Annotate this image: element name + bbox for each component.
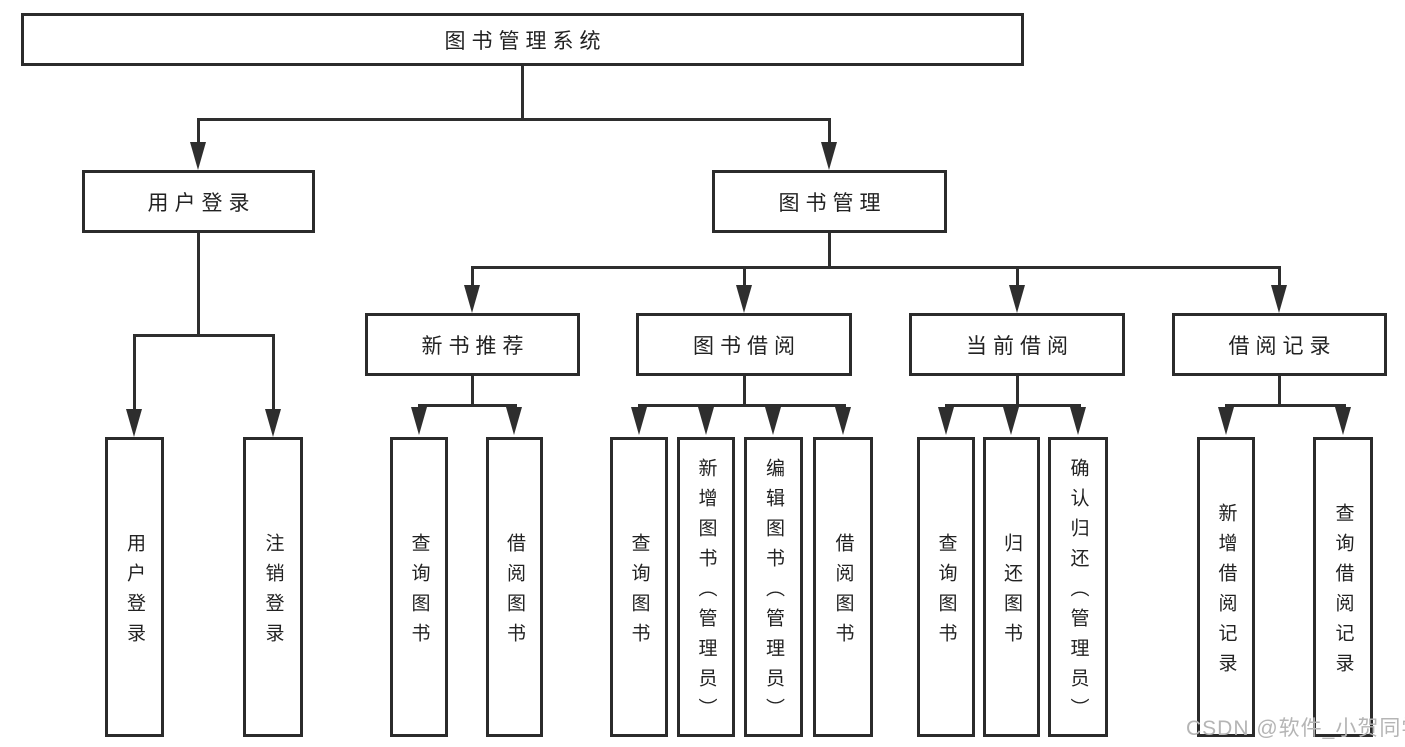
connector-line bbox=[521, 66, 524, 120]
node-book-management: 图书管理 bbox=[712, 170, 947, 233]
node-user-login: 用户登录 bbox=[82, 170, 315, 233]
node-label: 新书推荐 bbox=[421, 334, 530, 358]
connector-line bbox=[197, 233, 200, 337]
leaf-label: 新增借阅记录 bbox=[1215, 502, 1237, 683]
connector-line bbox=[133, 335, 136, 411]
leaf-label: 确认归还（管理员） bbox=[1067, 457, 1089, 728]
connector-line bbox=[743, 376, 746, 407]
arrow-down-icon bbox=[464, 285, 480, 313]
leaf-query-books-borrowing: 查询图书 bbox=[610, 437, 668, 737]
leaf-label: 用户登录 bbox=[124, 532, 145, 653]
connector-line bbox=[197, 118, 831, 121]
arrow-down-icon bbox=[1009, 285, 1025, 313]
node-label: 图书管理系统 bbox=[444, 29, 607, 53]
arrow-down-icon bbox=[1218, 407, 1234, 435]
node-current-borrowing: 当前借阅 bbox=[909, 313, 1125, 376]
arrow-down-icon bbox=[506, 407, 522, 435]
arrow-down-icon bbox=[835, 407, 851, 435]
leaf-logout: 注销登录 bbox=[243, 437, 303, 737]
node-label: 用户登录 bbox=[147, 191, 256, 215]
leaf-label: 查询图书 bbox=[408, 532, 430, 653]
connector-line bbox=[1016, 267, 1019, 287]
connector-line bbox=[743, 267, 746, 287]
watermark: CSDN @软件_小贺同学 bbox=[1186, 717, 1405, 740]
leaf-add-borrow-record: 新增借阅记录 bbox=[1197, 437, 1255, 737]
leaf-confirm-return-admin: 确认归还（管理员） bbox=[1048, 437, 1108, 737]
connector-line bbox=[1016, 376, 1019, 407]
arrow-down-icon bbox=[265, 409, 281, 437]
arrow-down-icon bbox=[411, 407, 427, 435]
arrow-down-icon bbox=[631, 407, 647, 435]
connector-line bbox=[1225, 404, 1346, 407]
connector-line bbox=[418, 404, 517, 407]
connector-line bbox=[197, 119, 200, 145]
leaf-label: 注销登录 bbox=[262, 532, 284, 653]
node-label: 图书管理 bbox=[778, 191, 887, 215]
leaf-query-books-current: 查询图书 bbox=[917, 437, 975, 737]
node-label: 当前借阅 bbox=[966, 334, 1074, 358]
leaf-label: 新增图书（管理员） bbox=[695, 457, 717, 728]
arrow-down-icon bbox=[765, 407, 781, 435]
arrow-down-icon bbox=[821, 142, 837, 170]
leaf-label: 查询图书 bbox=[935, 532, 957, 653]
leaf-add-book-admin: 新增图书（管理员） bbox=[677, 437, 735, 737]
connector-line bbox=[945, 404, 1081, 407]
leaf-query-books-recommend: 查询图书 bbox=[390, 437, 448, 737]
arrow-down-icon bbox=[1070, 407, 1086, 435]
connector-line bbox=[638, 404, 846, 407]
connector-line bbox=[272, 335, 275, 411]
leaf-borrow-books-recommend: 借阅图书 bbox=[486, 437, 543, 737]
leaf-label: 归还图书 bbox=[1001, 532, 1022, 653]
connector-line bbox=[1278, 267, 1281, 287]
leaf-label: 借阅图书 bbox=[832, 532, 854, 653]
leaf-return-books: 归还图书 bbox=[983, 437, 1040, 737]
arrow-down-icon bbox=[1335, 407, 1351, 435]
leaf-label: 查询借阅记录 bbox=[1332, 502, 1354, 683]
connector-line bbox=[1278, 376, 1281, 407]
leaf-label: 借阅图书 bbox=[504, 532, 525, 653]
node-borrowing-records: 借阅记录 bbox=[1172, 313, 1387, 376]
node-new-book-recommendation: 新书推荐 bbox=[365, 313, 580, 376]
connector-line bbox=[828, 233, 831, 269]
arrow-down-icon bbox=[1003, 407, 1019, 435]
node-book-borrowing: 图书借阅 bbox=[636, 313, 852, 376]
arrow-down-icon bbox=[698, 407, 714, 435]
leaf-query-borrow-record: 查询借阅记录 bbox=[1313, 437, 1373, 737]
arrow-down-icon bbox=[190, 142, 206, 170]
connector-line bbox=[471, 267, 474, 287]
connector-line bbox=[828, 119, 831, 145]
connector-line bbox=[133, 334, 275, 337]
arrow-down-icon bbox=[126, 409, 142, 437]
arrow-down-icon bbox=[1271, 285, 1287, 313]
leaf-label: 查询图书 bbox=[628, 532, 650, 653]
leaf-edit-book-admin: 编辑图书（管理员） bbox=[744, 437, 803, 737]
node-label: 借阅记录 bbox=[1228, 334, 1337, 358]
node-label: 图书借阅 bbox=[693, 334, 801, 358]
arrow-down-icon bbox=[736, 285, 752, 313]
node-library-management-system: 图书管理系统 bbox=[21, 13, 1024, 66]
leaf-borrow-books: 借阅图书 bbox=[813, 437, 873, 737]
leaf-user-login: 用户登录 bbox=[105, 437, 164, 737]
arrow-down-icon bbox=[938, 407, 954, 435]
leaf-label: 编辑图书（管理员） bbox=[763, 457, 784, 728]
connector-line bbox=[471, 266, 1281, 269]
connector-line bbox=[471, 376, 474, 407]
